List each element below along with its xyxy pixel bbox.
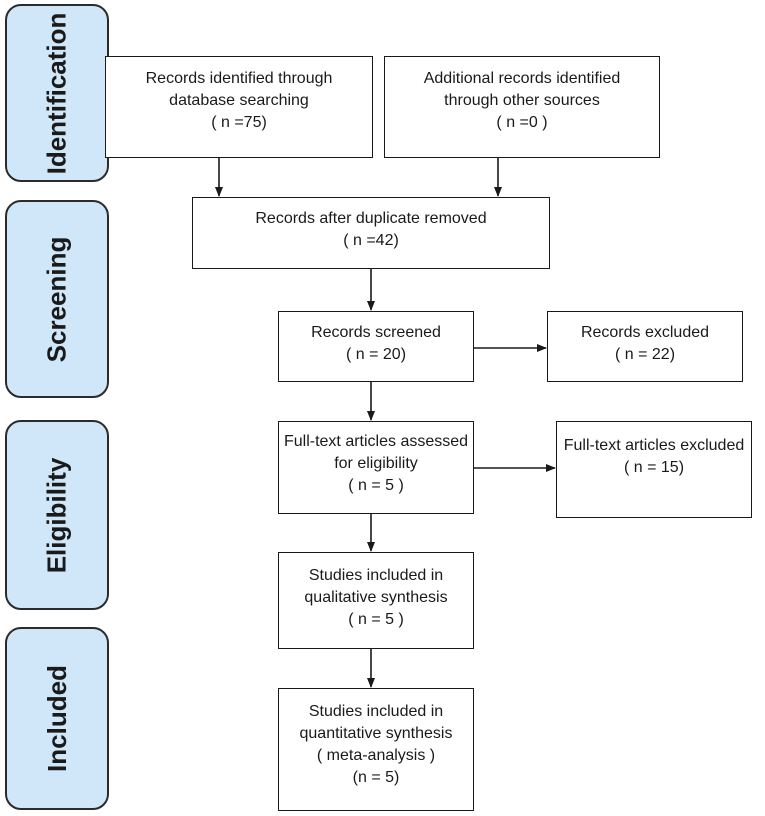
box-line: Studies included in <box>308 567 444 584</box>
box-line: for eligibility <box>334 455 418 472</box>
box-line: database searching <box>169 92 309 109</box>
box-count: ( n = 5 ) <box>348 477 404 494</box>
stage-screening: Screening <box>5 200 109 398</box>
box-line: Full-text articles excluded <box>563 437 745 454</box>
box-count: ( n = 22) <box>614 346 676 363</box>
box-quantitative-synthesis: Studies included in quantitative synthes… <box>278 688 474 811</box>
box-line: Records identified through <box>145 70 333 87</box>
box-after-duplicates: Records after duplicate removed ( n =42) <box>192 197 550 269</box>
box-count: ( n =75) <box>211 114 267 131</box>
box-line: Additional records identified <box>423 70 621 87</box>
stage-eligibility: Eligibility <box>5 420 109 610</box>
box-other-records: Additional records identified through ot… <box>384 56 660 158</box>
box-count: ( n = 20) <box>345 346 407 363</box>
stage-included: Included <box>5 627 109 810</box>
box-line: Records excluded <box>580 324 710 341</box>
box-fulltext-excluded: Full-text articles excluded ( n = 15) <box>556 421 752 518</box>
box-fulltext-assessed: Full-text articles assessed for eligibil… <box>278 421 474 514</box>
box-records-excluded: Records excluded ( n = 22) <box>547 311 743 382</box>
box-line: through other sources <box>444 92 600 109</box>
box-count: ( n =0 ) <box>496 114 548 131</box>
box-line: qualitative synthesis <box>304 589 448 606</box>
box-line: Records screened <box>311 324 441 341</box>
box-count: ( n = 5 ) <box>348 611 404 628</box>
box-database-records: Records identified through database sear… <box>105 56 373 158</box>
box-records-screened: Records screened ( n = 20) <box>278 311 474 382</box>
box-qualitative-synthesis: Studies included in qualitative synthesi… <box>278 552 474 649</box>
box-count: (n = 5) <box>352 769 400 786</box>
box-count: ( n = 15) <box>623 459 685 476</box>
box-line: ( meta-analysis ) <box>316 747 436 764</box>
box-line: quantitative synthesis <box>299 725 453 742</box>
box-line: Records after duplicate removed <box>255 210 487 227</box>
box-line: Full-text articles assessed <box>283 433 469 450</box>
stage-identification: Identification <box>5 4 109 182</box>
box-line: Studies included in <box>308 703 444 720</box>
box-count: ( n =42) <box>343 232 399 249</box>
